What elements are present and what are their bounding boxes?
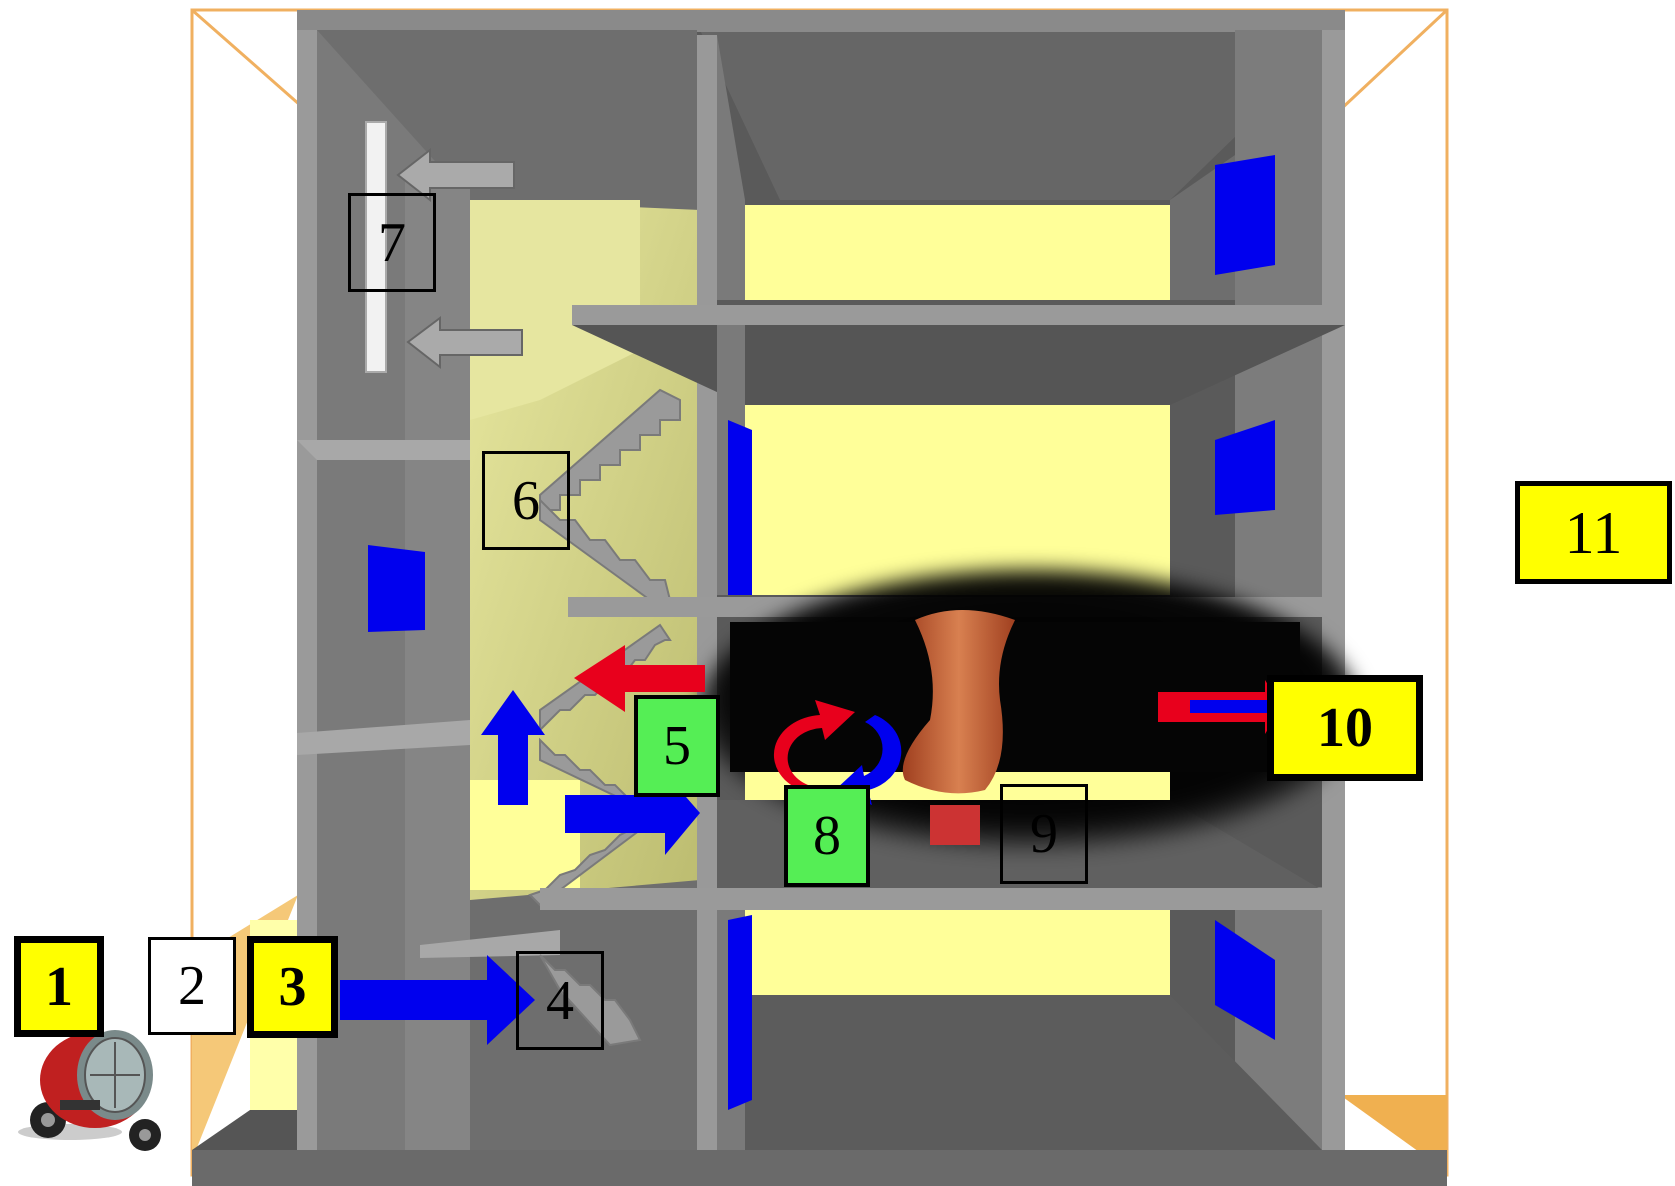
label-1: 1: [14, 936, 104, 1037]
room-floor1-light: [745, 910, 1170, 995]
label-2: 2: [148, 937, 236, 1035]
label-5: 5: [634, 695, 720, 797]
window-center-1: [728, 915, 752, 1110]
window-center-3: [728, 420, 752, 595]
top-beam: [297, 10, 1345, 32]
label-10: 10: [1267, 675, 1423, 781]
label-6: 6: [482, 451, 570, 550]
bottom-floor: [192, 1150, 1447, 1186]
label-11: 11: [1515, 481, 1672, 584]
fire-base: [930, 805, 980, 845]
stair-landing-upper: [297, 440, 470, 460]
label-7: 7: [348, 193, 436, 292]
slab-3: [540, 888, 1345, 910]
window-r-top: [1215, 155, 1275, 275]
ppv-fan-icon: [18, 1030, 161, 1151]
room-floor4-light: [745, 205, 1170, 300]
center-wall: [697, 35, 717, 1150]
label-4: 4: [516, 951, 604, 1050]
label-9: 9: [1000, 784, 1088, 884]
slab-1: [572, 305, 1345, 325]
label-8: 8: [784, 785, 870, 887]
label-3: 3: [247, 936, 338, 1038]
window-stair-left: [368, 545, 425, 632]
room-floor3-light: [745, 405, 1170, 595]
